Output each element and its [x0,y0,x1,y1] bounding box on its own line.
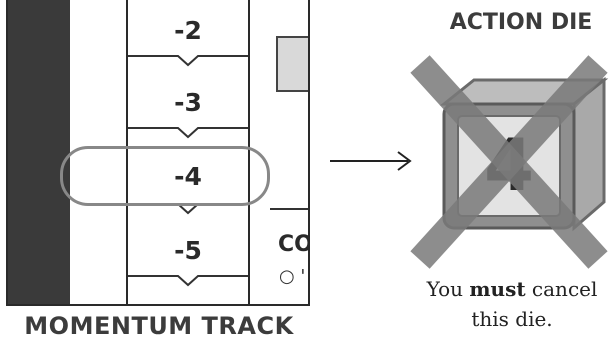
track-dark-strip [8,0,70,304]
partial-label: CO [278,232,310,257]
action-die-title: ACTION DIE [449,10,593,35]
track-value: -3 [174,88,202,117]
action-die-graphic: 4 [410,55,609,269]
caption-emphasis: must [469,277,526,301]
panel-divider [270,208,308,210]
caption-prefix: You [426,277,470,301]
track-value-highlighted: -4 [174,162,202,191]
track-separator [128,203,248,215]
right-arrow-icon [330,151,412,171]
die-caption: You must cancel this die. [410,274,614,334]
track-value: -5 [174,236,202,265]
track-separator [128,127,248,139]
track-column: -2 -3 -4 -5 [126,0,250,304]
track-separator [128,55,248,67]
partial-marker: ○ ' [279,266,306,287]
track-space-box [276,36,308,92]
track-separator [128,275,248,287]
caption-suffix: cancel this die. [471,277,598,331]
track-value: -2 [174,16,202,45]
momentum-track-panel: -2 -3 -4 -5 CO ○ ' [6,0,310,306]
momentum-track-title: MOMENTUM TRACK [24,312,294,340]
x-cancel-icon [410,55,608,269]
